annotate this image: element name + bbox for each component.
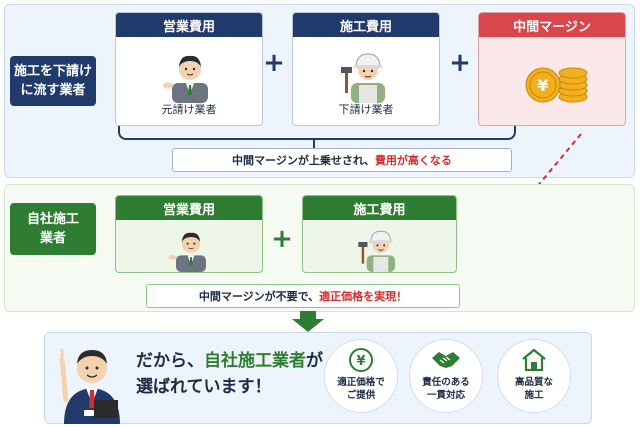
svg-text:¥: ¥ [537, 76, 548, 95]
intermediate-margin-title: 中間マージン [479, 13, 625, 37]
plus-sign: + [271, 224, 293, 254]
cost-sum-bracket [118, 126, 516, 140]
construction-worker-icon [341, 53, 385, 103]
in-house-construction-cost-card: 施工費用 [302, 195, 457, 273]
sales-cost-title: 営業費用 [116, 13, 262, 37]
businessman-icon [162, 55, 208, 103]
construction-cost-title: 施工費用 [293, 13, 439, 37]
in-house-construction-cost-title: 施工費用 [303, 196, 456, 220]
construction-cost-card: 施工費用 下請け業者 [292, 12, 440, 126]
headline-part-3: が [306, 351, 323, 371]
headline-highlight: 自社施工業者 [204, 351, 306, 371]
headline-part-1: だから、 [136, 351, 204, 371]
feature-fair-price-text: 適正価格で ご提供 [337, 377, 385, 401]
cost-increase-text: 中間マージンが上乗せされ、 [232, 154, 375, 167]
feature-fair-price: ¥ 適正価格で ご提供 [324, 339, 398, 413]
in-house-contractor-text: 自社施工 業者 [26, 212, 79, 246]
fair-price-text: 中間マージンが不要で、 [198, 290, 320, 303]
construction-worker-icon [358, 230, 395, 272]
feature-responsibility: 責任のある 一貫対応 [409, 339, 483, 413]
plus-sign: + [263, 48, 285, 78]
down-arrow-icon [292, 311, 324, 332]
coins-icon: ¥ [525, 67, 588, 103]
headline-line-2: 選ばれています！ [136, 377, 272, 397]
subcontractor-caption: 下請け業者 [338, 103, 394, 116]
in-house-contractor-label: 自社施工 業者 [10, 203, 96, 255]
feature-responsibility-text: 責任のある 一貫対応 [422, 377, 470, 401]
cost-increase-emphasis: 費用が高くなる [374, 154, 452, 167]
fair-price-emphasis: 適正価格を実現！ [319, 290, 408, 303]
svg-text:¥: ¥ [356, 354, 365, 369]
in-house-sales-cost-card: 営業費用 [115, 195, 263, 273]
yen-icon: ¥ [349, 348, 373, 372]
in-house-sales-cost-title: 営業費用 [116, 196, 262, 220]
bracket-stem [313, 139, 315, 148]
plus-sign: + [449, 48, 471, 78]
fair-price-banner: 中間マージンが不要で、適正価格を実現！ [146, 284, 460, 308]
presenter-businessman-icon [59, 348, 120, 424]
cost-increase-banner: 中間マージンが上乗せされ、費用が高くなる [172, 148, 512, 172]
prime-contractor-caption: 元請け業者 [161, 103, 217, 116]
subcontractor-model-label: 施工を下請け に流す業者 [10, 56, 96, 106]
handshake-icon [432, 352, 460, 368]
businessman-icon [167, 232, 206, 272]
intermediate-margin-card: 中間マージン ¥ [478, 12, 626, 126]
subcontractor-model-text: 施工を下請け に流す業者 [13, 64, 92, 98]
conclusion-headline: だから、自社施工業者が 選ばれています！ [136, 348, 323, 400]
house-icon [522, 348, 546, 372]
sales-cost-card: 営業費用 元請け業者 [115, 12, 263, 126]
feature-quality: 高品質な 施工 [497, 339, 571, 413]
feature-quality-text: 高品質な 施工 [514, 377, 553, 401]
